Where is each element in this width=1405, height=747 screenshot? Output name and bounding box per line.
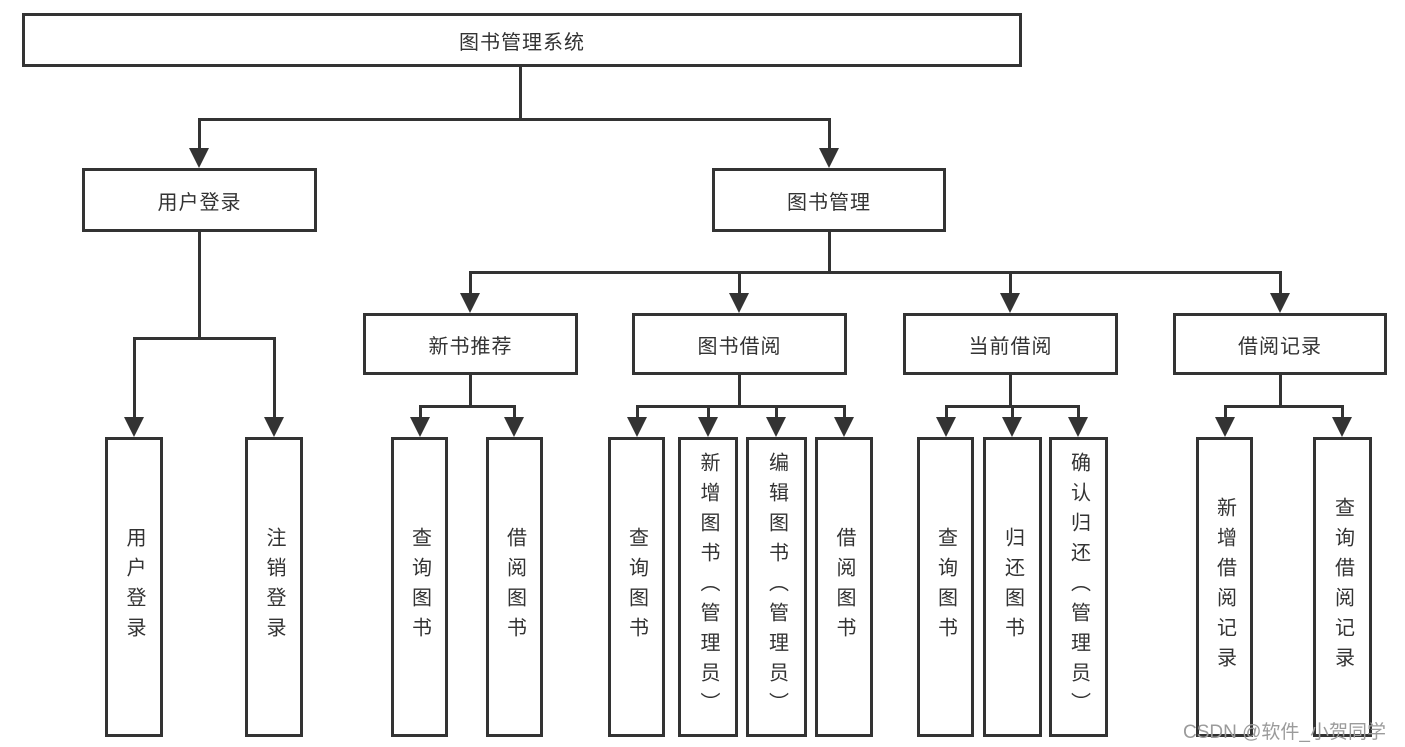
node-borrow-records-label: 借阅记录 — [1238, 335, 1322, 358]
arrow-down-icon — [698, 417, 718, 437]
connector-line-horizontal — [419, 405, 516, 408]
node-book-borrow-label: 图书借阅 — [697, 335, 782, 358]
connector-line-vertical — [843, 405, 846, 417]
connector-line-vertical — [469, 271, 472, 293]
arrow-down-icon — [1332, 417, 1352, 437]
leaf-br-add-record-label: 新增借阅记录 — [1213, 497, 1236, 677]
node-book-borrow: 图书借阅 — [632, 313, 847, 375]
connector-line-vertical — [469, 375, 472, 407]
leaf-cb-confirm-return: 确认归还（管理员） — [1049, 437, 1108, 737]
node-root: 图书管理系统 — [22, 13, 1022, 67]
leaf-bb-edit-book: 编辑图书（管理员） — [746, 437, 807, 737]
leaf-br-add-record: 新增借阅记录 — [1196, 437, 1253, 737]
leaf-bb-query-book-label: 查询图书 — [625, 527, 648, 647]
connector-line-vertical — [738, 375, 741, 407]
arrow-down-icon — [504, 417, 524, 437]
arrow-down-icon — [1000, 293, 1020, 313]
leaf-cb-return-book-label: 归还图书 — [1001, 527, 1024, 647]
connector-line-vertical — [1009, 375, 1012, 407]
leaf-bb-add-book: 新增图书（管理员） — [678, 437, 738, 737]
leaf-user-login-label: 用户登录 — [123, 527, 145, 647]
leaf-cb-query-book: 查询图书 — [917, 437, 974, 737]
arrow-down-icon — [627, 417, 647, 437]
connector-line-vertical — [513, 405, 516, 417]
connector-line-vertical — [1224, 405, 1227, 417]
connector-line-vertical — [1011, 405, 1014, 417]
connector-line-horizontal — [1224, 405, 1343, 408]
leaf-bb-borrow-book: 借阅图书 — [815, 437, 873, 737]
leaf-br-query-record: 查询借阅记录 — [1313, 437, 1372, 737]
arrow-down-icon — [936, 417, 956, 437]
leaf-nb-borrow-book-label: 借阅图书 — [503, 527, 526, 647]
connector-line-horizontal — [636, 405, 844, 408]
connector-line-vertical — [775, 405, 778, 417]
arrow-down-icon — [1068, 417, 1088, 437]
connector-line-vertical — [519, 67, 522, 121]
leaf-bb-query-book: 查询图书 — [608, 437, 665, 737]
arrow-down-icon — [729, 293, 749, 313]
connector-line-vertical — [1341, 405, 1344, 417]
leaf-cb-confirm-return-label: 确认归还（管理员） — [1067, 452, 1090, 722]
arrow-down-icon — [834, 417, 854, 437]
connector-line-vertical — [828, 232, 831, 273]
node-new-book-recommend: 新书推荐 — [363, 313, 578, 375]
connector-line-vertical — [1279, 375, 1282, 407]
node-current-borrow-label: 当前借阅 — [968, 335, 1053, 358]
node-current-borrow: 当前借阅 — [903, 313, 1118, 375]
leaf-user-login: 用户登录 — [105, 437, 163, 737]
connector-line-vertical — [945, 405, 948, 417]
connector-line-vertical — [738, 271, 741, 293]
connector-line-vertical — [273, 337, 276, 417]
arrow-down-icon — [1002, 417, 1022, 437]
arrow-down-icon — [124, 417, 144, 437]
watermark: CSDN @软件_小贺同学 — [1183, 722, 1386, 743]
arrow-down-icon — [819, 148, 839, 168]
leaf-nb-borrow-book: 借阅图书 — [486, 437, 543, 737]
node-borrow-records: 借阅记录 — [1173, 313, 1387, 375]
node-new-book-recommend-label: 新书推荐 — [428, 335, 513, 358]
leaf-nb-query-book-label: 查询图书 — [408, 527, 431, 647]
connector-line-horizontal — [133, 337, 275, 340]
connector-line-vertical — [198, 232, 201, 338]
leaf-cb-query-book-label: 查询图书 — [934, 527, 957, 647]
arrow-down-icon — [1215, 417, 1235, 437]
connector-line-vertical — [133, 337, 136, 417]
connector-line-vertical — [1279, 271, 1282, 293]
node-user-login: 用户登录 — [82, 168, 317, 232]
connector-line-vertical — [198, 118, 201, 150]
leaf-logout: 注销登录 — [245, 437, 303, 737]
connector-line-vertical — [707, 405, 710, 417]
leaf-bb-add-book-label: 新增图书（管理员） — [697, 452, 719, 722]
connector-line-horizontal — [198, 118, 830, 121]
leaf-br-query-record-label: 查询借阅记录 — [1331, 497, 1354, 677]
connector-line-vertical — [636, 405, 639, 417]
arrow-down-icon — [1270, 293, 1290, 313]
node-book-management: 图书管理 — [712, 168, 946, 232]
arrow-down-icon — [264, 417, 284, 437]
connector-line-vertical — [828, 118, 831, 150]
connector-line-vertical — [1009, 271, 1012, 293]
connector-line-horizontal — [469, 271, 1281, 274]
arrow-down-icon — [460, 293, 480, 313]
leaf-logout-label: 注销登录 — [263, 527, 285, 647]
arrow-down-icon — [766, 417, 786, 437]
node-user-login-label: 用户登录 — [157, 191, 242, 214]
connector-line-vertical — [419, 405, 422, 417]
leaf-bb-edit-book-label: 编辑图书（管理员） — [765, 452, 788, 722]
node-book-management-label: 图书管理 — [787, 191, 871, 214]
connector-line-vertical — [1077, 405, 1080, 417]
arrow-down-icon — [189, 148, 209, 168]
leaf-cb-return-book: 归还图书 — [983, 437, 1042, 737]
node-root-label: 图书管理系统 — [459, 31, 585, 54]
leaf-nb-query-book: 查询图书 — [391, 437, 448, 737]
arrow-down-icon — [410, 417, 430, 437]
leaf-bb-borrow-book-label: 借阅图书 — [833, 527, 855, 647]
